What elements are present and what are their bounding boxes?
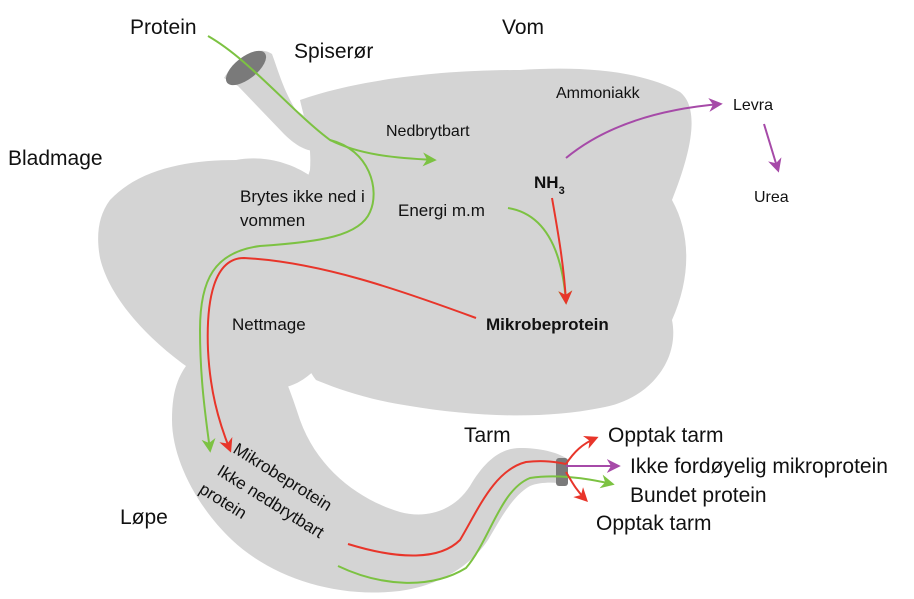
arrow-levra-urea — [764, 124, 778, 170]
label-bladmage: Bladmage — [8, 147, 103, 170]
label-tarm: Tarm — [464, 424, 511, 447]
arrow-opptak-top — [566, 438, 596, 464]
label-nh3-base: NH — [534, 173, 559, 192]
label-protein: Protein — [130, 16, 197, 39]
label-nh3-sub: 3 — [559, 185, 565, 197]
label-lope: Løpe — [120, 506, 168, 529]
label-brytes-line2: vommen — [240, 211, 305, 230]
label-opptak-tarm-top: Opptak tarm — [608, 424, 724, 447]
label-ikke-fordoyelig: Ikke fordøyelig mikroprotein — [630, 455, 888, 478]
label-bundet-protein: Bundet protein — [630, 484, 767, 507]
label-ammoniakk: Ammoniakk — [556, 85, 641, 102]
label-levra: Levra — [733, 97, 773, 114]
arrow-opptak-bottom — [566, 472, 586, 500]
label-mikrobeprotein: Mikrobeprotein — [486, 315, 609, 334]
label-vom: Vom — [502, 16, 544, 39]
label-nedbrytbart: Nedbrytbart — [386, 123, 470, 140]
label-brytes-line1: Brytes ikke ned i — [240, 187, 365, 206]
label-nettmage: Nettmage — [232, 315, 306, 334]
label-urea: Urea — [754, 189, 789, 206]
label-spiseror: Spiserør — [294, 40, 373, 63]
label-energi: Energi m.m — [398, 201, 485, 220]
label-opptak-tarm-bottom: Opptak tarm — [596, 512, 712, 535]
